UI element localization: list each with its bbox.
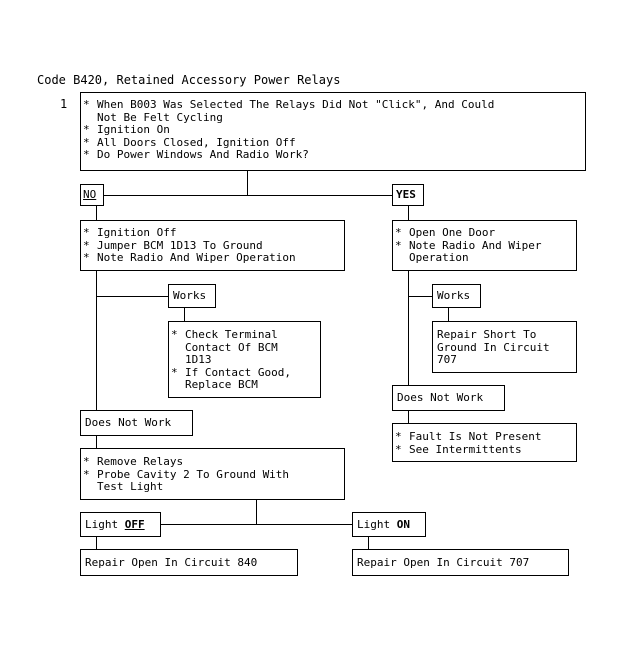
step1-line: When B003 Was Selected The Relays Did No… xyxy=(81,98,585,124)
yes-action-box: Open One Door Note Radio And Wiper Opera… xyxy=(392,220,577,271)
yes-works-result: Repair Short To Ground In Circuit 707 xyxy=(437,328,550,366)
connector-line xyxy=(96,537,97,549)
connector-line xyxy=(247,171,248,195)
no-action-line: Ignition Off xyxy=(81,226,344,240)
connector-line xyxy=(96,271,97,410)
connector-line xyxy=(448,308,449,321)
light-on-result-box: Repair Open In Circuit 707 xyxy=(352,549,569,576)
no-action-box: Ignition Off Jumper BCM 1D13 To Ground N… xyxy=(80,220,345,271)
connector-line xyxy=(96,206,97,220)
connector-line xyxy=(408,411,409,423)
step-number: 1 xyxy=(60,97,68,111)
no-works-result-box: Check Terminal Contact Of BCM 1D13 If Co… xyxy=(168,321,321,398)
no-label: NO xyxy=(83,188,97,201)
no-works-label: Works xyxy=(173,289,207,302)
yes-label: YES xyxy=(396,188,416,201)
connector-line xyxy=(103,195,392,196)
no-action-line: Note Radio And Wiper Operation xyxy=(81,251,344,265)
no-works-label-box: Works xyxy=(168,284,216,308)
light-off-result: Repair Open In Circuit 840 xyxy=(85,556,258,569)
connector-line xyxy=(408,206,409,220)
yes-works-label-box: Works xyxy=(432,284,481,308)
yes-action-line: Note Radio And Wiper Operation xyxy=(393,239,576,265)
connector-line xyxy=(160,524,352,525)
no-works-result-line: If Contact Good, Replace BCM xyxy=(169,366,320,392)
page-title: Code B420, Retained Accessory Power Rela… xyxy=(37,73,341,87)
connector-line xyxy=(96,436,97,448)
no-label-box: NO xyxy=(80,184,104,206)
yes-dnw-result-line: Fault Is Not Present xyxy=(393,430,576,444)
no-dnw-action-line: Probe Cavity 2 To Ground With Test Light xyxy=(81,468,344,494)
yes-works-result-box: Repair Short To Ground In Circuit 707 xyxy=(432,321,577,373)
connector-line xyxy=(96,296,169,297)
light-on-result: Repair Open In Circuit 707 xyxy=(357,556,530,569)
no-action-line: Jumper BCM 1D13 To Ground xyxy=(81,239,344,253)
yes-label-box: YES xyxy=(392,184,424,206)
no-dnw-action-line: Remove Relays xyxy=(81,455,344,469)
connector-line xyxy=(408,296,433,297)
connector-line xyxy=(408,271,409,385)
light-on-label-box: Light ON xyxy=(352,512,426,537)
yes-works-label: Works xyxy=(437,289,471,302)
no-works-result-line: Check Terminal Contact Of BCM 1D13 xyxy=(169,328,320,367)
light-off-result-box: Repair Open In Circuit 840 xyxy=(80,549,298,576)
step1-line: Do Power Windows And Radio Work? xyxy=(81,148,585,162)
light-on-state: ON xyxy=(396,518,410,531)
step1-line: All Doors Closed, Ignition Off xyxy=(81,136,585,150)
light-off-state: OFF xyxy=(124,518,145,531)
connector-line xyxy=(256,500,257,524)
no-dnw-action-box: Remove Relays Probe Cavity 2 To Ground W… xyxy=(80,448,345,500)
light-off-label: Light OFF xyxy=(81,513,160,537)
no-dnw-label-box: Does Not Work xyxy=(80,410,193,436)
yes-dnw-label-box: Does Not Work xyxy=(392,385,505,411)
connector-line xyxy=(184,308,185,321)
connector-line xyxy=(368,537,369,549)
light-on-prefix: Light xyxy=(357,518,397,531)
yes-action-line: Open One Door xyxy=(393,226,576,240)
step1-line: Ignition On xyxy=(81,123,585,137)
light-off-prefix: Light xyxy=(85,518,125,531)
light-on-label: Light ON xyxy=(353,513,425,537)
yes-dnw-result-box: Fault Is Not Present See Intermittents xyxy=(392,423,577,462)
no-dnw-label: Does Not Work xyxy=(85,416,172,429)
step1-box: When B003 Was Selected The Relays Did No… xyxy=(80,92,586,171)
yes-dnw-label: Does Not Work xyxy=(397,391,484,404)
light-off-label-box: Light OFF xyxy=(80,512,161,537)
yes-dnw-result-line: See Intermittents xyxy=(393,443,576,457)
